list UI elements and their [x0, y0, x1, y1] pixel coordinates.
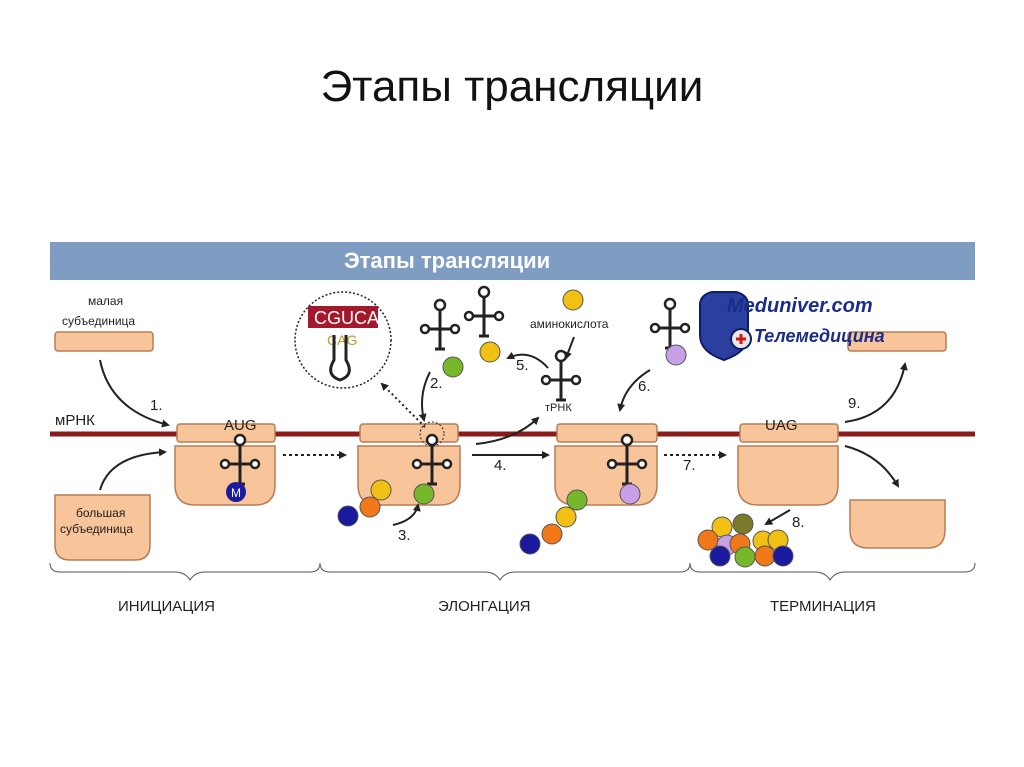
watermark-line2: Телемедицина	[754, 326, 885, 346]
mrna-label: мРНК	[55, 412, 95, 429]
amino-acid-label: аминокислота	[530, 317, 609, 331]
watermark-logo	[699, 291, 752, 362]
trna-icon-step2-a	[419, 298, 461, 351]
trna-icon-step6	[649, 297, 691, 350]
brace-initiation	[49, 562, 321, 581]
ribosome-1-small	[176, 423, 276, 443]
codon-box	[308, 306, 378, 328]
arrow-step-9	[844, 362, 908, 423]
arrow-aa-to-trna	[564, 336, 575, 360]
ribosome-1-large	[174, 445, 276, 506]
watermark-line1: Meduniver.com	[727, 295, 873, 317]
aa-yellow-3	[555, 506, 577, 528]
aa-yellow-free	[562, 289, 584, 311]
aa-orange-2	[359, 496, 381, 518]
step-7-label: 7.	[683, 457, 696, 474]
phase-termination: ТЕРМИНАЦИЯ	[770, 598, 876, 615]
arrow-step-8	[764, 509, 791, 526]
released-large-subunit	[849, 499, 946, 549]
methionine-label: M	[231, 486, 241, 500]
step-8-label: 8.	[792, 514, 805, 531]
codon-sequence: CGUCA	[314, 308, 379, 328]
aa-blue-3	[519, 533, 541, 555]
step-3-label: 3.	[398, 527, 411, 544]
arrow-step-1	[99, 359, 170, 428]
arrow-step-6	[617, 369, 651, 412]
step-6-label: 6.	[638, 378, 651, 395]
stop-codon: UAG	[765, 417, 798, 434]
aa-green-3	[566, 489, 588, 511]
arrow-large-subunit	[99, 448, 167, 491]
codon-highlight-circle	[419, 421, 445, 447]
anticodon-sequence: CAG	[327, 332, 357, 348]
aa-lilac-step6	[665, 344, 687, 366]
arrow-step-3	[392, 503, 421, 526]
banner-title: Этапы трансляции	[344, 248, 550, 273]
trna-icon-free	[540, 349, 582, 402]
arrow-trna-release	[475, 416, 540, 445]
step-9-label: 9.	[848, 395, 861, 412]
aa-blue-2	[337, 505, 359, 527]
peptide-chain-cluster	[697, 513, 794, 568]
small-subunit-label-2: субъединица	[62, 314, 135, 328]
step-2-label: 2.	[430, 375, 443, 392]
brace-termination	[689, 562, 976, 581]
aa-green-step2	[442, 356, 464, 378]
slide-title: Этапы трансляции	[320, 62, 704, 111]
aa-yellow-step2	[479, 341, 501, 363]
large-subunit-label-1: большая	[76, 506, 125, 520]
methionine-icon	[226, 482, 246, 502]
arrow-step-2	[418, 371, 431, 422]
start-codon: AUG	[224, 417, 257, 434]
trna-icon-step2-b	[463, 285, 505, 338]
banner	[50, 242, 975, 280]
ribosome-4-large	[737, 445, 839, 506]
step-1-label: 1.	[150, 397, 163, 414]
arrow-zoom	[380, 382, 426, 428]
large-subunit-legend	[54, 494, 151, 561]
ribosome-4-small	[739, 423, 839, 443]
small-subunit-label-1: малая	[88, 294, 123, 308]
zoom-trna-icon	[329, 335, 351, 382]
brace-elongation	[319, 562, 691, 581]
step-4-label: 4.	[494, 457, 507, 474]
ribosome-3-small	[556, 423, 658, 443]
arrow-large-release	[844, 445, 900, 488]
trna-label: тРНК	[545, 402, 572, 414]
phase-elongation: ЭЛОНГАЦИЯ	[438, 598, 530, 615]
large-subunit-label-2: субъединица	[60, 522, 133, 536]
aa-yellow-2	[370, 479, 392, 501]
aa-lilac-3	[619, 483, 641, 505]
step-5-label: 5.	[516, 357, 529, 374]
small-subunit-legend	[54, 331, 154, 352]
arrow-step-5	[506, 351, 549, 369]
aa-orange-3	[541, 523, 563, 545]
aa-green-2	[413, 483, 435, 505]
released-small-subunit	[847, 331, 947, 352]
phase-initiation: ИНИЦИАЦИЯ	[118, 598, 215, 615]
